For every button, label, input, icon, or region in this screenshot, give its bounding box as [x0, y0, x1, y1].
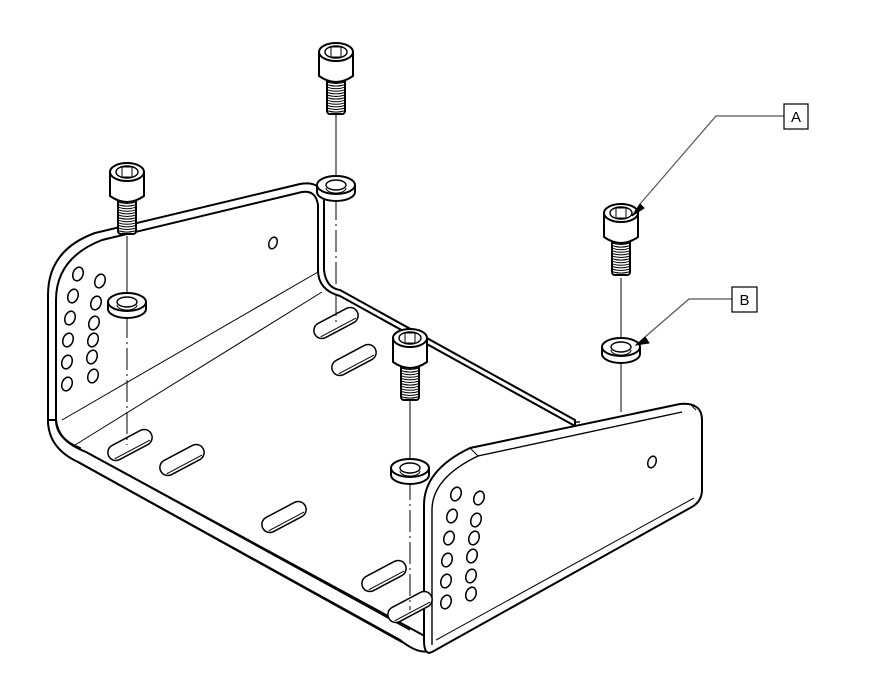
callout-label-b: B	[739, 292, 749, 309]
washer	[316, 175, 356, 202]
screw	[318, 42, 354, 115]
callout-label-a: A	[791, 109, 801, 126]
base-slots	[107, 306, 433, 624]
washer-b	[601, 337, 641, 364]
bracket	[47, 182, 703, 654]
mounting-hole	[646, 455, 658, 469]
bracket-front-wall	[423, 402, 703, 654]
mounting-hole	[267, 236, 279, 250]
callout-b[interactable]: B	[634, 286, 758, 346]
assembly-axis-lines	[126, 115, 622, 610]
screw	[392, 328, 428, 401]
vent-holes-right	[439, 486, 486, 610]
washer	[107, 292, 147, 319]
vent-holes-left	[60, 266, 107, 392]
callout-a[interactable]: A	[631, 103, 809, 217]
washer	[390, 458, 430, 485]
